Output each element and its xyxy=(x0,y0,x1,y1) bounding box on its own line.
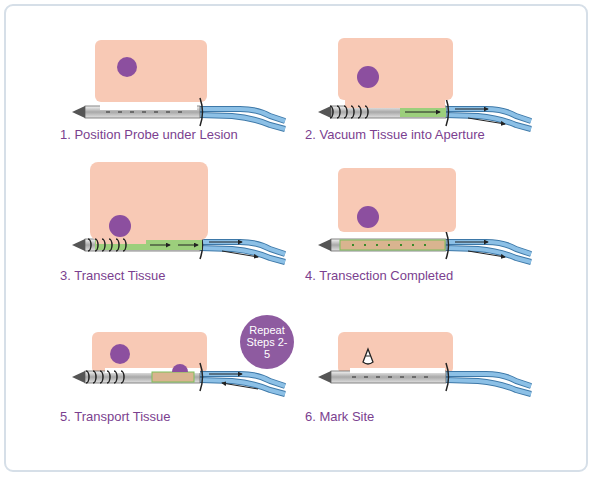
step-caption: 2. Vacuum Tissue into Aperture xyxy=(305,127,485,142)
step-caption: 4. Transection Completed xyxy=(305,268,453,283)
step-caption: 6. Mark Site xyxy=(305,409,374,424)
step-caption: 3. Transect Tissue xyxy=(60,268,166,283)
node-text: Repeat Steps 2-5 xyxy=(244,324,290,360)
step-caption: 5. Transport Tissue xyxy=(60,409,171,424)
step-caption: 1. Position Probe under Lesion xyxy=(60,127,238,142)
repeat-circle: Repeat Steps 2-5 xyxy=(240,315,294,369)
